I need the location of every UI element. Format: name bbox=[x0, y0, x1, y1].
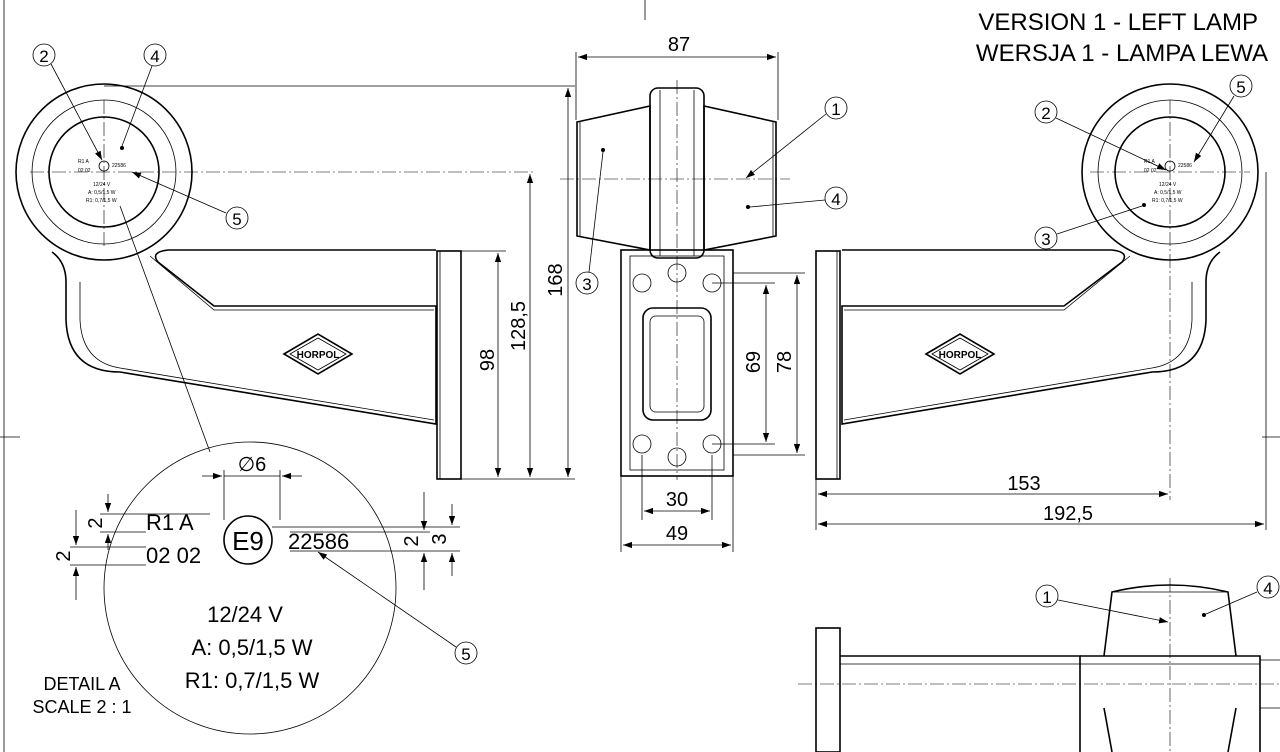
balloon-1-front: 1 bbox=[745, 96, 848, 179]
left-small-marking: R1 A 02 02 22586 12/24 V A: 0,5/1,5 W R1… bbox=[78, 159, 126, 204]
detail-e-mark: E9 bbox=[232, 526, 264, 556]
dim-128-5: 128,5 bbox=[508, 174, 534, 477]
dim-98: 98 bbox=[461, 250, 575, 480]
balloon-3-right: 3 bbox=[1034, 203, 1146, 250]
detail-approval: 22586 bbox=[288, 529, 349, 554]
dim-153: 153 bbox=[815, 473, 1168, 530]
svg-text:2: 2 bbox=[401, 535, 423, 546]
balloon-4-left: 4 bbox=[120, 43, 167, 150]
balloon-2-right: 2 bbox=[1034, 100, 1167, 171]
detail-power-a: A: 0,5/1,5 W bbox=[191, 635, 312, 660]
detail-circle bbox=[103, 441, 397, 735]
svg-text:2: 2 bbox=[53, 550, 75, 561]
svg-text:A: 0,5/1,5 W: A: 0,5/1,5 W bbox=[88, 190, 116, 196]
title-block: VERSION 1 - LEFT LAMP WERSJA 1 - LAMPA L… bbox=[976, 9, 1268, 67]
dim-30: 30 bbox=[641, 455, 713, 520]
svg-text:R1 A: R1 A bbox=[78, 159, 90, 165]
svg-text:3: 3 bbox=[1041, 230, 1050, 249]
front-view: 1 4 3 87 69 bbox=[560, 34, 848, 552]
svg-text:22586: 22586 bbox=[1178, 163, 1192, 169]
svg-text:2: 2 bbox=[1041, 104, 1050, 123]
svg-text:168: 168 bbox=[545, 263, 567, 296]
dim-78: 78 bbox=[733, 272, 805, 456]
svg-text:22586: 22586 bbox=[112, 163, 126, 169]
title-line-2: WERSJA 1 - LAMPA LEWA bbox=[976, 40, 1268, 67]
detail-a: E9 22586 R1 A 02 02 12/24 V A: 0,5/1,5 W… bbox=[32, 441, 478, 735]
detail-voltage: 12/24 V bbox=[207, 602, 283, 627]
left-horpol-logo: HORPOL bbox=[282, 333, 354, 375]
detail-scale: SCALE 2 : 1 bbox=[32, 697, 131, 717]
svg-text:12/24 V: 12/24 V bbox=[93, 182, 111, 188]
dim-right-2-3: 2 3 bbox=[272, 492, 460, 590]
balloon-4-front: 4 bbox=[746, 186, 848, 210]
balloon-5-left: 5 bbox=[131, 171, 249, 230]
svg-text:78: 78 bbox=[774, 351, 796, 373]
svg-text:02 02: 02 02 bbox=[78, 168, 91, 174]
balloon-5-detail: 5 bbox=[317, 551, 478, 665]
svg-text:153: 153 bbox=[1007, 473, 1040, 495]
svg-text:R1: 0,7/1,5 W: R1: 0,7/1,5 W bbox=[1152, 198, 1183, 204]
dim-left-2b: 2 bbox=[53, 510, 146, 600]
svg-text:4: 4 bbox=[831, 190, 840, 209]
balloon-5-right: 5 bbox=[1193, 74, 1253, 163]
detail-e-mark-circle bbox=[223, 515, 273, 565]
svg-text:02 02: 02 02 bbox=[1144, 168, 1157, 174]
balloon-1-bottom: 1 bbox=[1035, 584, 1169, 624]
dim-49: 49 bbox=[620, 476, 734, 552]
svg-text:R1: 0,7/1,5 W: R1: 0,7/1,5 W bbox=[86, 198, 117, 204]
dim-69: 69 bbox=[712, 282, 775, 445]
svg-text:4: 4 bbox=[150, 47, 159, 66]
svg-text:12/24 V: 12/24 V bbox=[1159, 182, 1177, 188]
svg-text:3: 3 bbox=[582, 275, 591, 294]
svg-text:1: 1 bbox=[1042, 588, 1051, 607]
left-flange bbox=[436, 250, 462, 480]
svg-text:5: 5 bbox=[461, 645, 470, 664]
dim-192-5: 192,5 bbox=[818, 172, 1267, 530]
right-logo-text: HORPOL bbox=[939, 350, 982, 361]
svg-text:128,5: 128,5 bbox=[508, 301, 530, 351]
svg-text:A: 0,5/1,5 W: A: 0,5/1,5 W bbox=[1154, 190, 1182, 196]
right-horpol-logo: HORPOL bbox=[924, 333, 996, 375]
right-arm-outline bbox=[841, 249, 1221, 425]
svg-text:192,5: 192,5 bbox=[1043, 503, 1093, 525]
svg-text:4: 4 bbox=[1263, 579, 1272, 598]
svg-text:5: 5 bbox=[232, 210, 241, 229]
svg-text:∅6: ∅6 bbox=[238, 454, 267, 476]
left-view: HORPOL R1 A 02 02 22586 12/24 V A: 0,5/1… bbox=[15, 43, 575, 480]
svg-text:98: 98 bbox=[477, 349, 499, 371]
right-small-marking: R1 A 02 02 22586 12/24 V A: 0,5/1,5 W R1… bbox=[1144, 159, 1192, 204]
dim-168: 168 bbox=[104, 85, 575, 477]
svg-text:2: 2 bbox=[39, 47, 48, 66]
balloon-3-front: 3 bbox=[575, 148, 605, 295]
right-view: HORPOL R1 A 02 02 22586 12/24 V A: 0,5/1… bbox=[815, 74, 1267, 530]
front-mount-plate bbox=[620, 249, 734, 477]
svg-text:3: 3 bbox=[429, 533, 451, 544]
balloon-2-left: 2 bbox=[32, 43, 103, 161]
title-line-1: VERSION 1 - LEFT LAMP bbox=[978, 9, 1258, 36]
svg-text:49: 49 bbox=[666, 523, 688, 545]
dim-87: 87 bbox=[575, 34, 779, 120]
front-body bbox=[576, 105, 651, 251]
detail-power-r1: R1: 0,7/1,5 W bbox=[185, 668, 320, 693]
svg-text:30: 30 bbox=[666, 489, 688, 511]
svg-text:2: 2 bbox=[85, 517, 107, 528]
svg-text:5: 5 bbox=[1236, 78, 1245, 97]
detail-codes: 02 02 bbox=[146, 543, 201, 568]
right-flange bbox=[815, 250, 841, 480]
left-arm-outline bbox=[51, 249, 437, 425]
dim-phi6: ∅6 bbox=[202, 454, 302, 520]
detail-label: DETAIL A bbox=[43, 674, 120, 694]
left-logo-text: HORPOL bbox=[297, 350, 340, 361]
svg-text:87: 87 bbox=[668, 34, 690, 56]
svg-text:1: 1 bbox=[831, 100, 840, 119]
balloon-4-bottom: 4 bbox=[1202, 575, 1280, 617]
bottom-view: 1 4 bbox=[798, 575, 1280, 752]
svg-text:69: 69 bbox=[743, 351, 765, 373]
